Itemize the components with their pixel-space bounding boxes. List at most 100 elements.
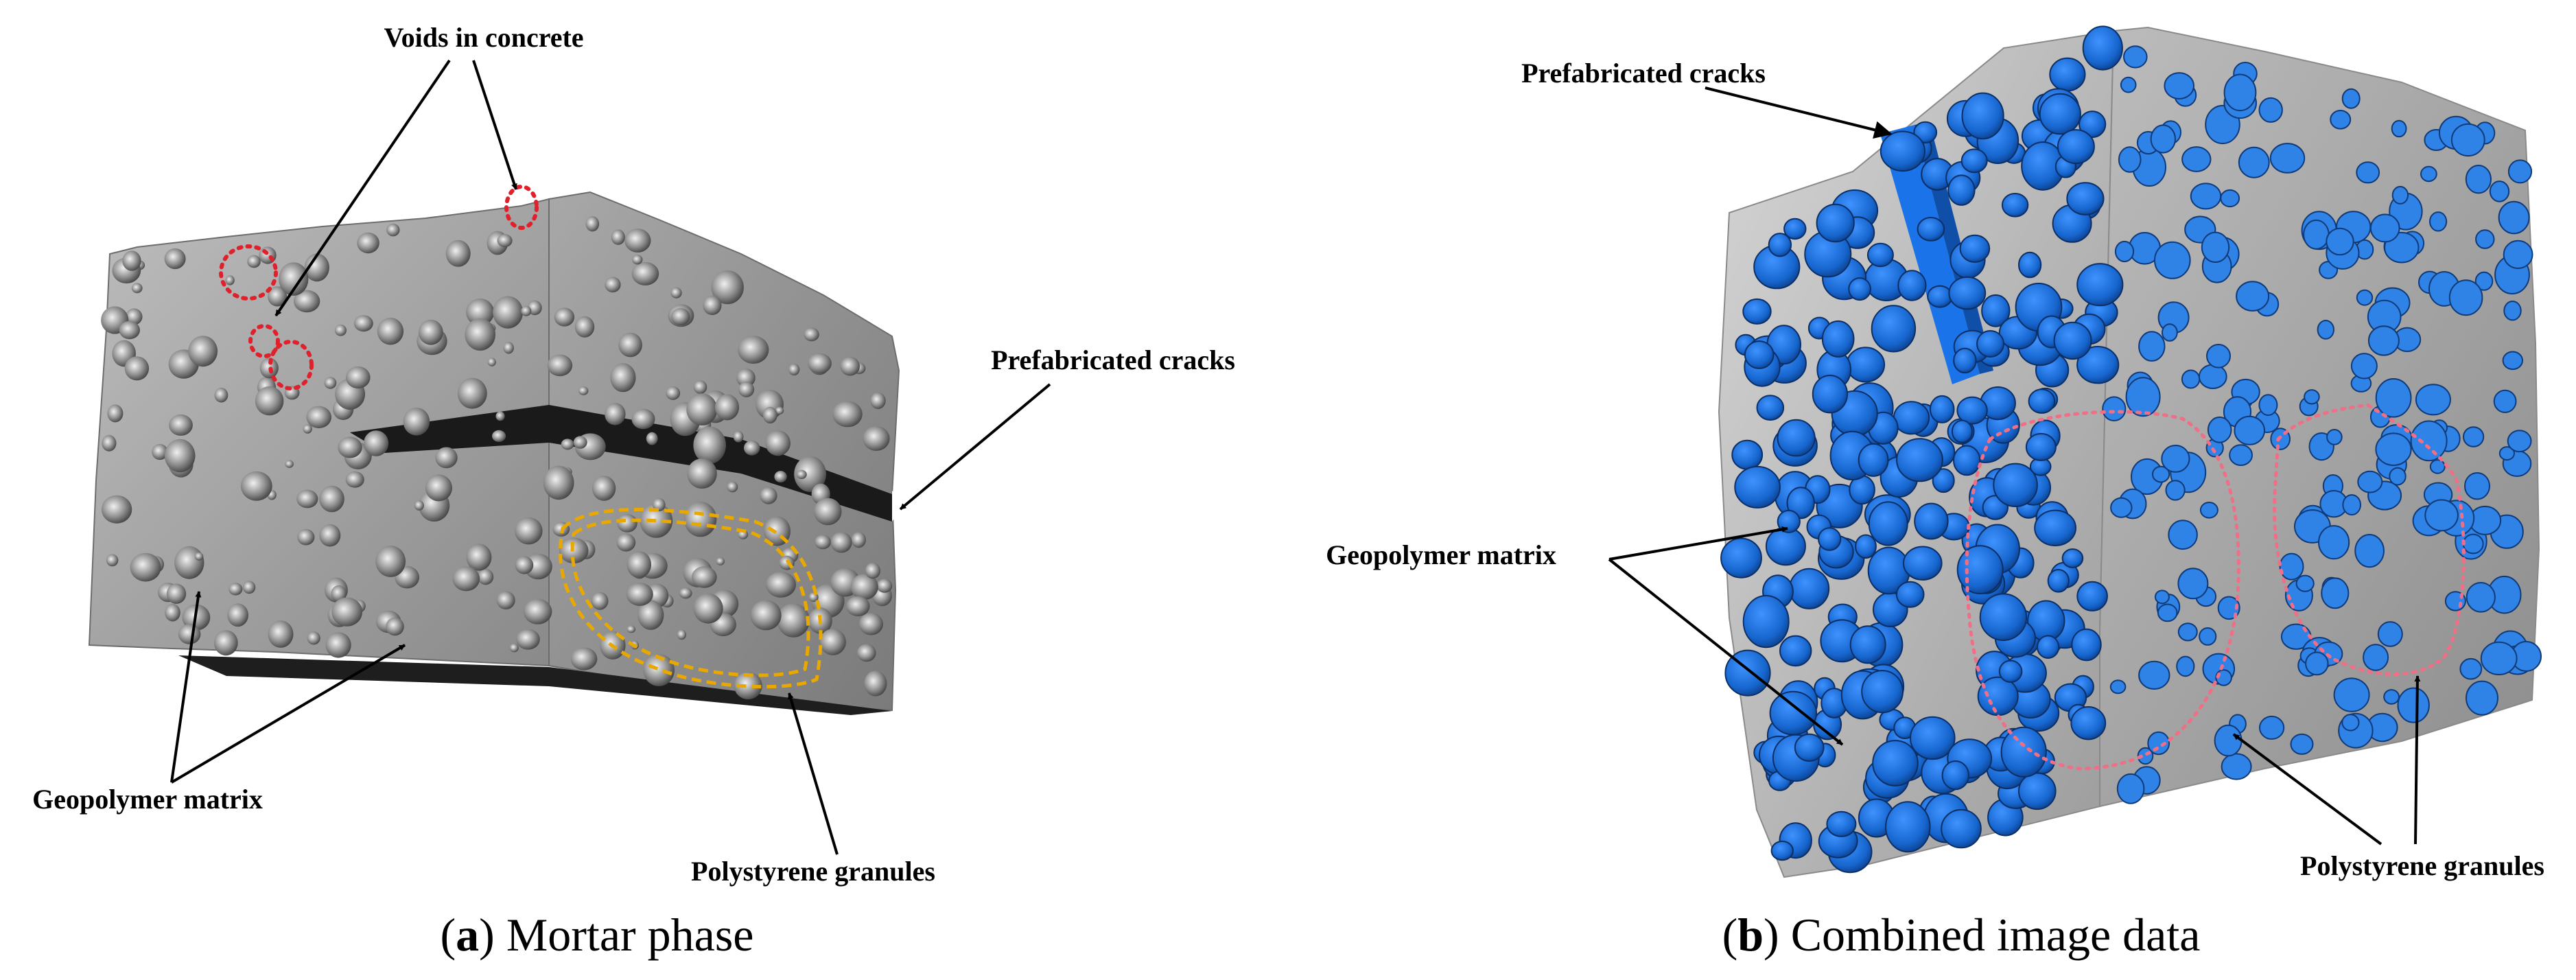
void [840,357,860,376]
granule [2303,219,2330,250]
granule [1765,526,1806,566]
void [194,552,204,561]
granule [2214,724,2243,757]
granule [1976,330,2004,358]
void [762,406,777,424]
void [736,369,756,388]
void [870,392,886,410]
granule [2028,388,2056,414]
granule [2161,445,2190,473]
void [227,603,248,627]
void [554,307,575,327]
granule [2057,129,2095,165]
granule [2502,351,2524,371]
arrow [274,59,451,317]
void [425,474,453,502]
granule [2389,467,2407,486]
void [386,223,400,237]
granule [1812,375,1848,414]
void [357,232,379,254]
arrows-b [1608,86,2421,845]
arrow [472,60,517,190]
granule [2498,200,2530,235]
void [815,535,831,550]
granule [2295,574,2315,592]
void [353,315,373,332]
void [303,424,312,434]
void [765,430,791,456]
granule [1816,203,1855,243]
granule [1951,419,1973,443]
void [516,629,540,650]
granule [2318,525,2350,560]
granule [2123,45,2148,69]
granule [2410,420,2448,462]
void [670,287,682,299]
void [107,404,124,423]
granule [1893,401,1930,435]
void [687,458,717,489]
granule [1818,527,1842,551]
void [632,255,643,265]
granule [1961,92,2004,140]
arrow [170,591,202,783]
void [646,432,658,445]
granule [2304,389,2320,405]
void-marker [248,324,280,358]
granule [2475,229,2495,249]
caption-b-text: Combined image data [1791,909,2201,961]
granule [2326,227,2354,256]
void [666,386,681,400]
caption-b-letter: b [1737,909,1764,961]
label-granules-a: Polystyrene granules [691,856,935,887]
void [693,593,723,624]
granule [1941,808,1982,849]
void [268,620,294,648]
granule [2047,569,2070,593]
granule [2118,146,2142,173]
void [435,447,458,469]
granule [2199,627,2217,646]
granule [2503,301,2522,321]
void [819,629,846,655]
granule [2207,416,2232,443]
void [521,305,532,316]
granule [1744,340,1775,369]
granule [1897,270,1927,301]
granule [1977,676,2019,716]
void [307,631,320,645]
granule [1871,305,1917,353]
granule [2201,231,2230,263]
granule [2025,432,2057,461]
void [777,603,810,638]
granule [2465,165,2492,194]
granule [2480,641,2518,676]
arrow [170,644,406,784]
void [796,469,807,480]
label-granules-b: Polystyrene granules [2300,850,2544,881]
granule [1895,581,1925,608]
granule [1770,840,1794,861]
void [452,566,480,592]
void [346,366,371,389]
arrow [1705,86,1893,139]
granule [2076,581,2108,611]
granule [2049,57,2086,92]
granule [2138,660,2170,690]
void [627,551,652,579]
void-markers [219,185,539,390]
granule [2466,680,2498,716]
granule [1998,660,2023,683]
granule [2369,213,2400,243]
void [319,485,344,513]
granule [1896,438,1943,482]
granule [1849,625,1886,664]
void [345,471,364,488]
void [403,408,430,436]
mortar-crack [350,405,892,522]
granule [1947,174,1976,206]
void [858,613,883,635]
label-voids: Voids in concrete [384,22,583,53]
granule [1929,395,1955,423]
void [119,320,140,340]
